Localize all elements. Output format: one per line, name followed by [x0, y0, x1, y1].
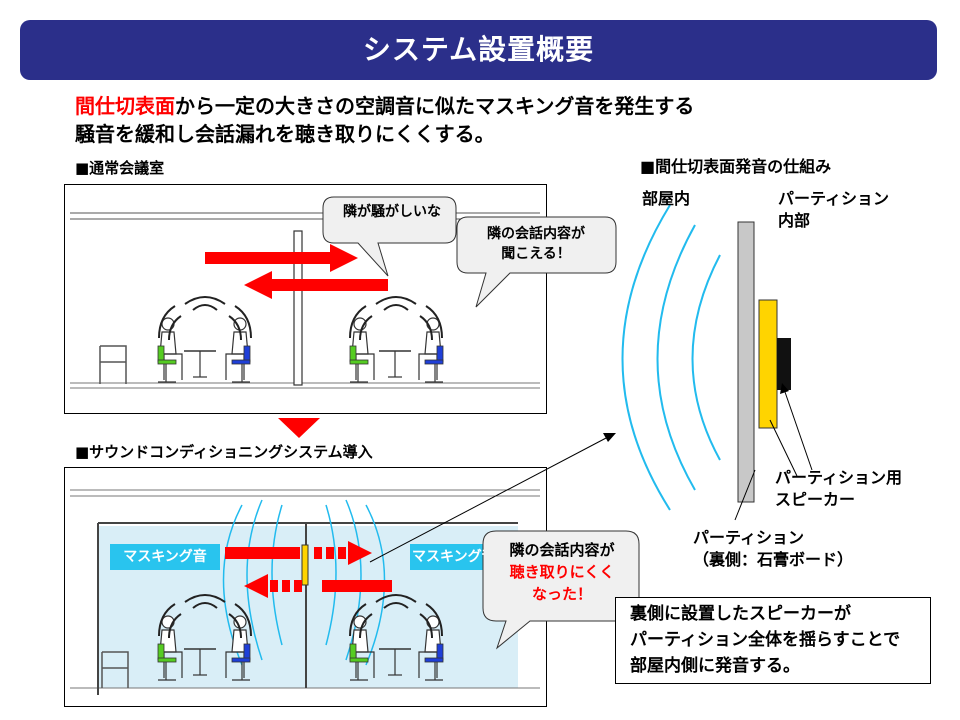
speaker-label-line-2: スピーカー [775, 490, 856, 509]
bubble-overheard-line-2: 聞こえる！ [501, 246, 571, 262]
speaker-plate [758, 299, 778, 429]
noise-arrow-right [205, 244, 358, 272]
noise-arrow-left [244, 271, 388, 299]
bubble-overheard-line-1: 隣の会話内容が [487, 226, 585, 242]
bubble-result-line-3: なった！ [531, 585, 592, 603]
normal-room-drawing [70, 196, 617, 389]
note-line-2: パーティション全体を揺らすことで [630, 630, 901, 650]
masking-label-left-bg [110, 544, 220, 570]
partition-label: パーティション （裏側：石膏ボード） [693, 527, 853, 571]
partition-label-line-2: （裏側：石膏ボード） [693, 550, 854, 569]
partition-board [737, 221, 755, 503]
section-mechanism: ■間仕切表面発音の仕組み [640, 157, 832, 176]
section-with-system: ■サウンドコンディショニングシステム導入 [75, 443, 373, 461]
partition-label-line-1: パーティション [693, 528, 805, 547]
speaker-label: パーティション用 スピーカー [775, 467, 902, 511]
intro-highlight: 間仕切表面 [75, 94, 175, 118]
bubble-result-text: 隣の会話内容が 聴き取りにくく なった！ [492, 539, 632, 605]
explanation-note: 裏側に設置したスピーカーが パーティション全体を揺らすことで 部屋内側に発音する… [615, 597, 931, 684]
intro-line-1-rest: から一定の大きさの空調音に似たマスキング音を発生する [175, 94, 695, 118]
bubble-overheard-text: 隣の会話内容が 聞こえる！ [476, 224, 596, 264]
bubble-noisy-text: 隣が騒がしいな [343, 204, 441, 220]
bubble-overheard [456, 216, 617, 308]
masked-arrow-right [348, 541, 372, 565]
system-room-drawing [70, 489, 640, 695]
section-normal-room: ■通常会議室 [75, 159, 165, 177]
intro-line-1: 間仕切表面から一定の大きさの空調音に似たマスキング音を発生する [75, 90, 694, 119]
partition-inside-line-1: パーティション [778, 189, 890, 208]
intro-line-2: 騒音を緩和し会話漏れを聴き取りにくくする。 [75, 122, 495, 146]
masking-label-left: マスキング音 [123, 549, 207, 565]
speaker-magnet [777, 338, 791, 390]
note-line-1: 裏側に設置したスピーカーが [630, 604, 851, 624]
masking-label-right: マスキング音 [412, 549, 484, 565]
page-title: システム設置概要 [362, 33, 595, 66]
masked-arrow-left [244, 574, 268, 598]
note-line-3: 部屋内側に発音する。 [630, 656, 800, 676]
bubble-result-line-1: 隣の会話内容が [509, 541, 615, 559]
partition-speaker [301, 544, 309, 586]
transition-arrow [278, 418, 320, 438]
partition-inside-label: パーティション 内部 [778, 188, 889, 232]
title-bar: システム設置概要 [20, 20, 937, 80]
speaker-label-line-1: パーティション用 [775, 468, 903, 487]
bubble-noisy [322, 196, 457, 277]
partition-inside-line-2: 内部 [778, 211, 811, 230]
mechanism-drawing [621, 204, 813, 521]
room-side-label: 部屋内 [642, 189, 691, 208]
bubble-result-line-2: 聴き取りにくく [509, 563, 615, 581]
partition-post [293, 230, 303, 386]
bubble-result [482, 530, 640, 650]
side-chair [99, 345, 127, 384]
